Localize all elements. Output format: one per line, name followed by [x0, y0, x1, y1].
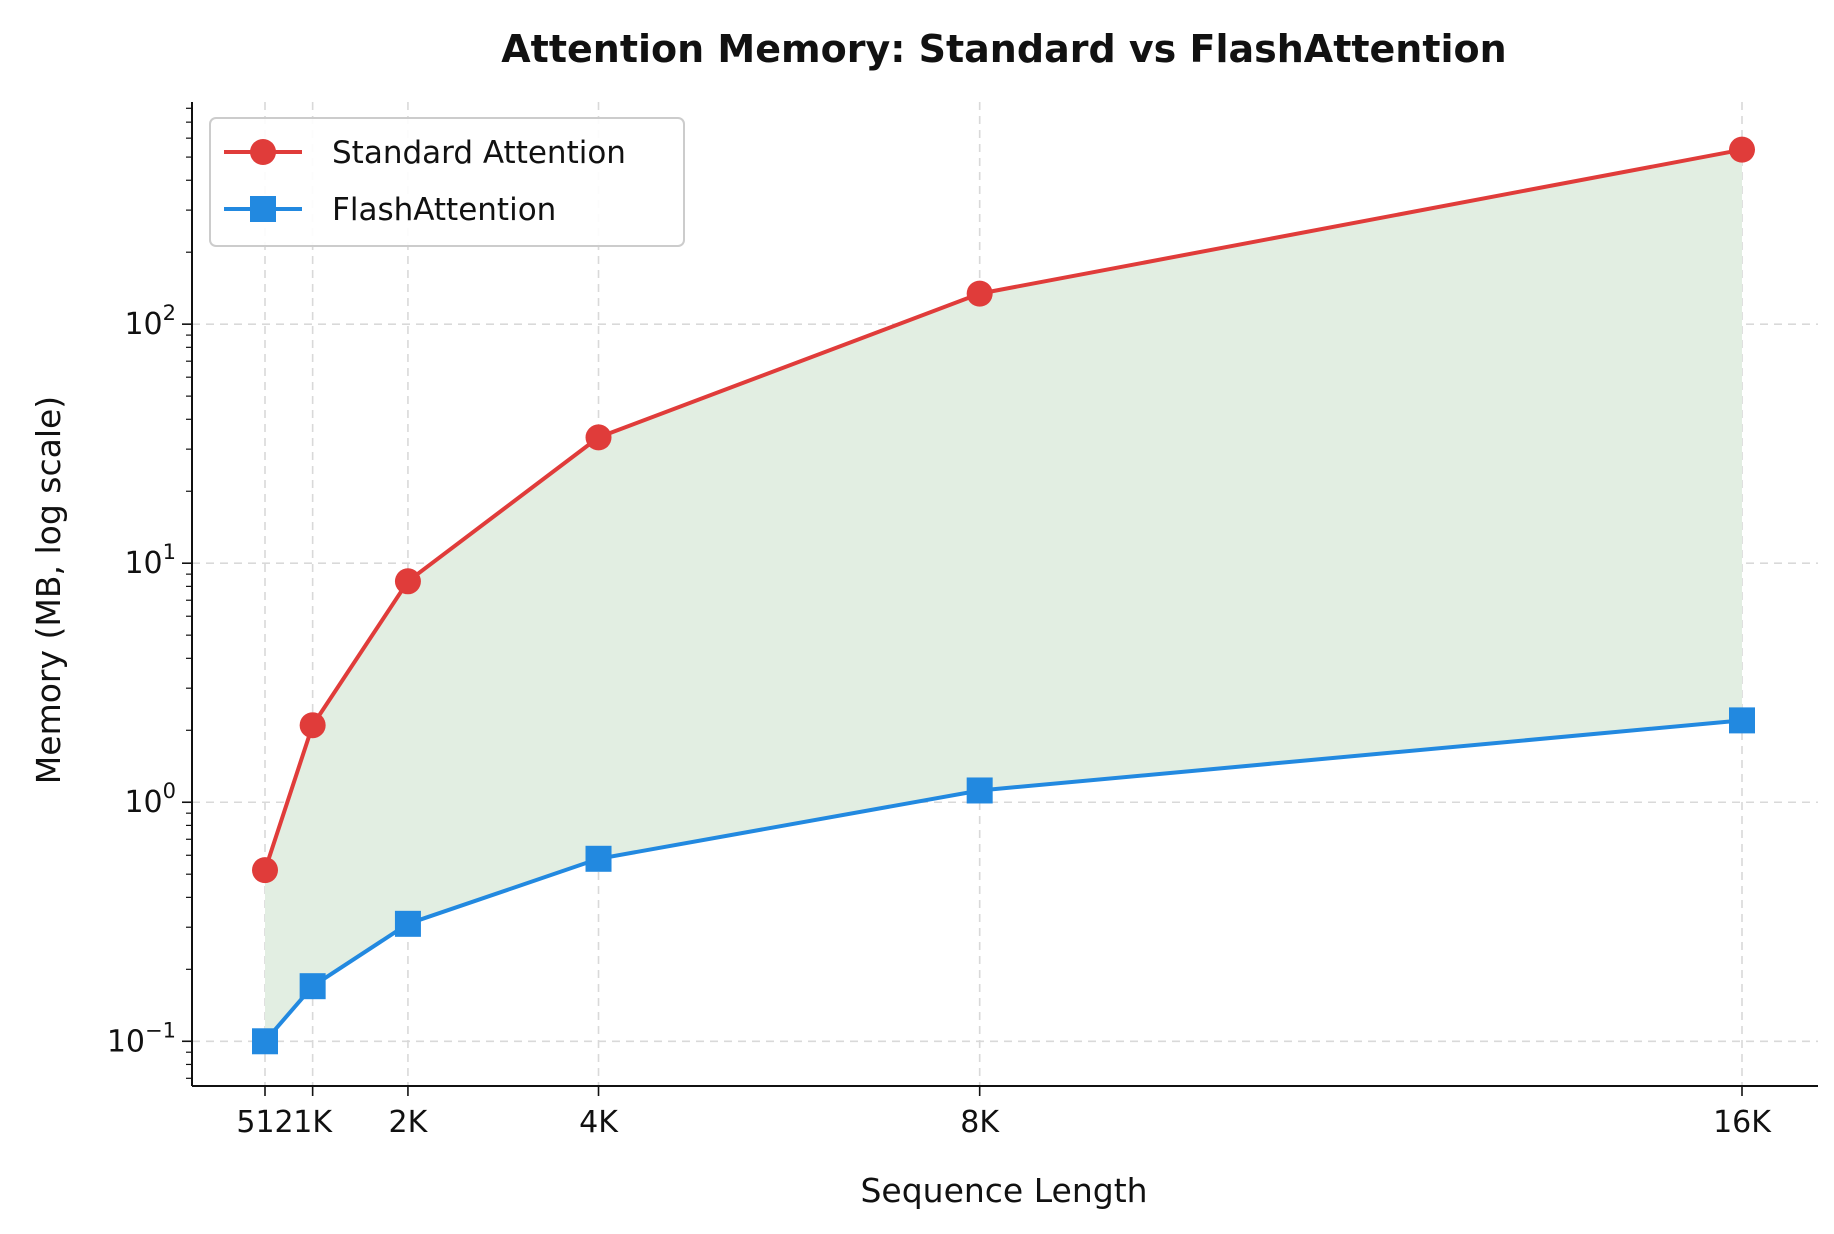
data-point [585, 424, 612, 451]
data-point [966, 280, 993, 307]
legend-label: FlashAttention [332, 192, 556, 228]
chart-title: Attention Memory: Standard vs FlashAtten… [501, 27, 1506, 71]
data-point [1729, 707, 1755, 734]
legend-label: Standard Attention [332, 135, 626, 171]
x-tick-label: 512 [236, 1105, 293, 1140]
fill-between-area [265, 149, 1742, 1042]
fill-layer [265, 149, 1742, 1042]
x-tick-label: 1K [293, 1105, 333, 1140]
x-tick-label: 4K [579, 1105, 619, 1140]
data-point [299, 712, 326, 739]
data-point [585, 845, 612, 872]
data-point [1729, 136, 1755, 163]
series-line-standard [263, 147, 1743, 871]
legend-box [209, 117, 685, 247]
y-tick-label: 101 [124, 540, 176, 581]
x-tick-label: 16K [1713, 1105, 1772, 1140]
data-point [252, 1028, 278, 1055]
data-point [299, 973, 326, 1000]
x-axis-label: Sequence Length [860, 1171, 1147, 1210]
y-tick-label: 100 [124, 779, 176, 820]
y-axis-label: Memory (MB, log scale) [29, 396, 68, 784]
x-tick-label: 2K [389, 1105, 429, 1140]
data-point [252, 857, 278, 884]
data-point [966, 777, 993, 804]
legend-marker [250, 196, 276, 222]
series-layer [252, 136, 1755, 1055]
x-tick-label: 8K [960, 1105, 1000, 1140]
data-point [394, 568, 421, 595]
axes-layer [191, 102, 1818, 1087]
legend-marker [250, 139, 276, 165]
y-tick-label: 10−1 [107, 1018, 176, 1059]
y-tick-label: 102 [124, 301, 176, 342]
data-point [394, 910, 421, 937]
